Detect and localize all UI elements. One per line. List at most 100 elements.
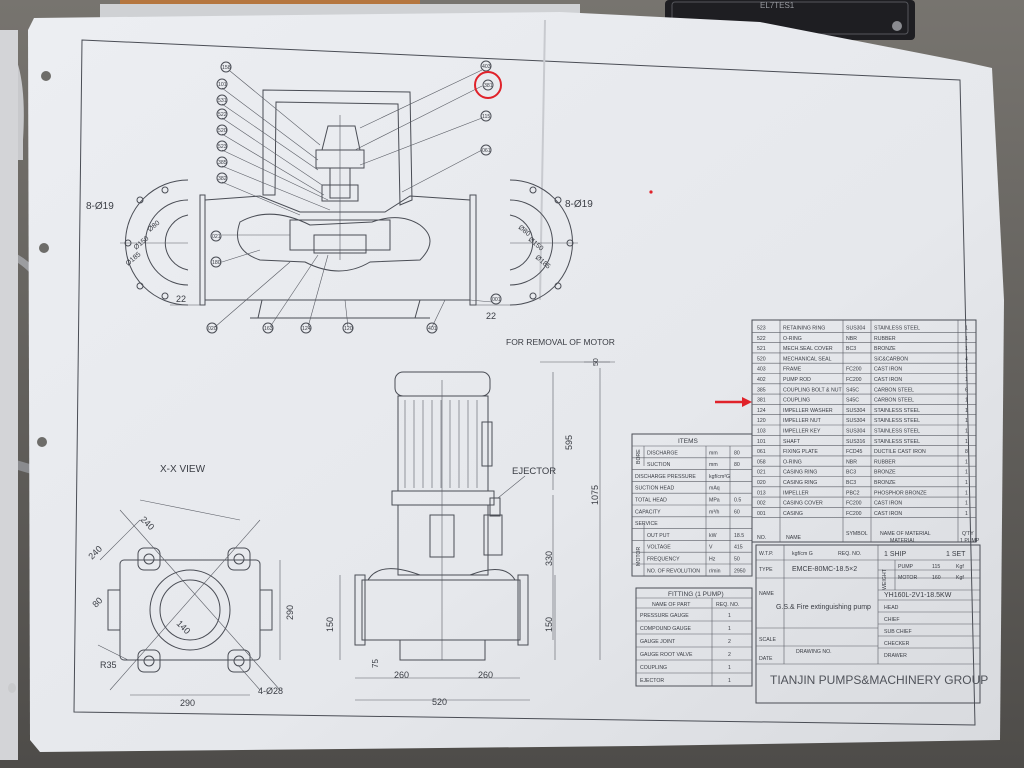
paper-sheet xyxy=(28,12,1004,752)
section-view-title: X-X VIEW xyxy=(160,464,206,475)
parts-row-no: 061 xyxy=(757,449,766,455)
top-view-drawing xyxy=(120,60,578,334)
callout-label: 124 xyxy=(302,326,311,332)
items-group-bore: BORE xyxy=(636,449,642,464)
parts-row-no: 058 xyxy=(757,459,766,465)
parts-row-qty: 1 xyxy=(965,490,968,496)
parts-header-no: NO. xyxy=(757,535,766,541)
parts-row-symbol: BC3 xyxy=(846,470,856,476)
parts-row-symbol: FC200 xyxy=(846,377,862,383)
parts-row-symbol: S45C xyxy=(846,387,859,393)
parts-row-name: CASING RING xyxy=(783,480,817,486)
parts-header-qty-sub: 1 PUMP xyxy=(960,538,980,544)
type-label: TYPE xyxy=(759,567,773,573)
right-flange-label: 8-Ø19 xyxy=(565,199,593,210)
parts-row-material: RUBBER xyxy=(874,459,896,465)
parts-row-material: STAINLESS STEEL xyxy=(874,326,920,332)
red-arrow-annotation xyxy=(715,397,752,407)
parts-row-symbol: SUS304 xyxy=(846,408,865,414)
parts-row-qty: 1 xyxy=(965,377,968,383)
parts-row-name: O-RING xyxy=(783,336,802,342)
name-value: G.S.& Fire extinguishing pump xyxy=(776,604,871,611)
items-row-name: NO. OF REVOLUTION xyxy=(647,568,700,574)
parts-row-symbol: SUS304 xyxy=(846,429,865,435)
name-label: NAME xyxy=(759,591,775,597)
pump-weight: 115 xyxy=(932,564,940,570)
callout-label: 403 xyxy=(482,64,491,70)
parts-row-symbol: FC200 xyxy=(846,501,862,507)
callout-label: 115 xyxy=(482,114,490,120)
parts-row-symbol: BC3 xyxy=(846,480,856,486)
pump-label: PUMP xyxy=(898,564,914,570)
callout-label: 101 xyxy=(218,82,227,88)
callout-label: 531 xyxy=(218,98,227,104)
front-dim: 260 xyxy=(394,670,409,680)
motor-weight-unit: Kgf xyxy=(956,575,964,581)
parts-row-qty: 6 xyxy=(965,387,968,393)
items-row-name: DISCHARGE PRESSURE xyxy=(635,474,696,480)
items-row-name: SUCTION HEAD xyxy=(635,486,674,492)
items-row-unit: MPa xyxy=(709,498,720,504)
parts-header-qty: Q'TY xyxy=(962,531,974,537)
parts-row-name: FRAME xyxy=(783,367,802,373)
parts-row-no: 124 xyxy=(757,408,766,414)
parts-row-no: 103 xyxy=(757,429,766,435)
callout-label: 523 xyxy=(218,144,227,150)
left-offset-dim: 22 xyxy=(176,294,186,304)
parts-row-qty: 1 xyxy=(965,480,968,486)
items-row-name: FREQUENCY xyxy=(647,557,680,563)
parts-row-symbol: NBR xyxy=(846,336,857,342)
red-dot xyxy=(649,190,653,194)
pump-weight-unit: Kgf xyxy=(956,564,964,570)
fitting-row-name: EJECTOR xyxy=(640,678,664,684)
motor-model: YH160L-2V1-18.5KW xyxy=(884,592,952,599)
parts-row-material: BRONZE xyxy=(874,470,896,476)
section-dim: R35 xyxy=(100,660,117,670)
parts-row-material: CAST IRON xyxy=(874,367,902,373)
nameplate-text: EL7TES1 xyxy=(760,1,795,10)
parts-row-no: 385 xyxy=(757,387,766,393)
front-dim: 330 xyxy=(544,551,554,566)
fitting-row-name: GAUGE ROOT VALVE xyxy=(640,652,693,658)
parts-row-qty: 1 xyxy=(965,511,968,517)
parts-row-name: COUPLING BOLT & NUT xyxy=(783,387,842,393)
parts-row-qty: 4 xyxy=(965,356,968,362)
front-dim: 75 xyxy=(371,659,380,668)
items-row-value: 60 xyxy=(734,509,740,515)
parts-row-symbol: FCD45 xyxy=(846,449,863,455)
fitting-row-name: GAUGE JOINT xyxy=(640,639,676,645)
callout-label: 522 xyxy=(218,112,227,118)
items-row-value: 18.5 xyxy=(734,533,744,539)
parts-row-name: PUMP ROD xyxy=(783,377,811,383)
parts-header-material-group: MATERIAL xyxy=(890,538,916,544)
punch-hole xyxy=(8,683,16,693)
parts-row-material: BRONZE xyxy=(874,346,896,352)
parts-row-symbol: PBC2 xyxy=(846,490,860,496)
parts-row-no: 101 xyxy=(757,439,766,445)
parts-row-name: O-RING xyxy=(783,459,802,465)
parts-row-qty: 1 xyxy=(965,408,968,414)
items-row-name: CAPACITY xyxy=(635,509,661,515)
callout-label: 001 xyxy=(492,297,501,303)
fitting-row-qty: 2 xyxy=(728,652,731,658)
callout-label: 120 xyxy=(344,326,353,332)
drawing-border xyxy=(73,39,976,726)
role-head: HEAD xyxy=(884,605,899,611)
fitting-row-qty: 1 xyxy=(728,613,731,619)
right-offset-dim: 22 xyxy=(486,311,496,321)
fitting-header-qty: REQ. NO. xyxy=(716,602,739,608)
section-dim: 4-Ø28 xyxy=(258,686,283,696)
parts-row-symbol: BC3 xyxy=(846,346,856,352)
front-dim: 520 xyxy=(432,697,447,707)
front-dim: 595 xyxy=(564,435,574,450)
parts-row-no: 520 xyxy=(757,356,766,362)
callout-label: 401 xyxy=(428,326,437,332)
items-row-name: TOTAL HEAD xyxy=(635,498,667,504)
parts-row-material: SiC&CARBON xyxy=(874,356,908,362)
callout-label: 382 xyxy=(218,176,227,182)
parts-row-material: DUCTILE CAST IRON xyxy=(874,449,926,455)
parts-row-name: IMPELLER WASHER xyxy=(783,408,833,414)
parts-row-no: 001 xyxy=(757,511,766,517)
items-row-unit: Hz xyxy=(709,557,716,563)
punch-hole xyxy=(41,71,51,81)
